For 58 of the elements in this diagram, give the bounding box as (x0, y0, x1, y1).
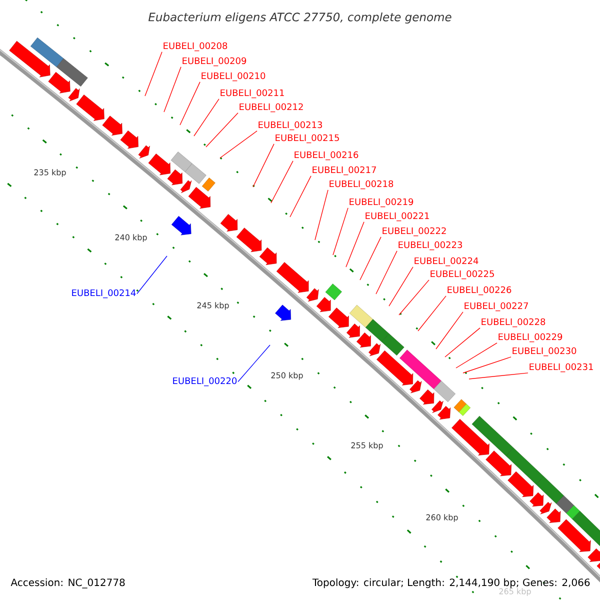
genome-info-text: Topology: circular; Length: 2,144,190 bp; Genes: 2,066 (312, 578, 590, 588)
scale-label: 240 kbp (115, 234, 147, 242)
leader-line (398, 280, 430, 316)
leader-line (206, 112, 238, 148)
gene-label: EUBELI_00212 (240, 103, 303, 112)
leader-line (252, 144, 274, 188)
gene-label: EUBELI_00230 (512, 347, 576, 356)
scale-label: 250 kbp (271, 372, 303, 380)
leader-line (290, 176, 312, 218)
gene-label: EUBELI_00217 (312, 166, 376, 176)
leader-line (376, 250, 398, 294)
scale-label: 260 kbp (426, 514, 458, 522)
gene-label: EUBELI_00213 (258, 121, 322, 130)
leader-line (418, 296, 446, 332)
scale-label: 235 kbp (34, 169, 66, 177)
gene-label: EUBELI_00218 (330, 180, 394, 190)
leader-line (456, 342, 498, 368)
leader-line (270, 160, 294, 204)
gene-label: EUBELI_00229 (498, 333, 562, 342)
gene-label: EUBELI_00226 (448, 286, 512, 296)
gene-label: EUBELI_00227 (464, 302, 528, 312)
leader-line (388, 266, 414, 306)
leader-line (238, 344, 270, 382)
leader-line (468, 372, 528, 380)
gene-label: EUBELI_00221 (366, 212, 429, 222)
gene-label: EUBELI_00214 (72, 289, 136, 298)
leader-line (360, 236, 382, 280)
accession-text: Accession: NC_012778 (10, 578, 125, 588)
leader-line (314, 190, 328, 240)
leader-line (462, 356, 512, 374)
gene-label: EUBELI_00215 (276, 134, 339, 144)
gene-label: EUBELI_00219 (350, 198, 414, 208)
leader-line (180, 82, 200, 126)
gene-label: EUBELI_00211 (220, 89, 284, 98)
title: Eubacterium eligens ATCC 27750, complete genome (148, 12, 452, 24)
leader-line (144, 52, 162, 96)
gene-label: EUBELI_00210 (202, 72, 266, 82)
leader-line (436, 312, 464, 350)
gene-label: EUBELI_00231 (530, 363, 593, 372)
leader-line (136, 256, 168, 294)
gene-label: EUBELI_00223 (398, 241, 462, 250)
leader-line (444, 328, 480, 358)
leader-line (194, 98, 220, 136)
leader-line (332, 208, 348, 256)
gene-label: EUBELI_00225 (430, 270, 494, 280)
gene-label: EUBELI_00209 (182, 57, 246, 66)
leader-line (346, 222, 364, 268)
leader-line (220, 130, 258, 158)
gene-label: EUBELI_00228 (482, 318, 546, 328)
gene-label: EUBELI_00208 (164, 42, 228, 52)
gene-label: EUBELI_00220 (173, 377, 237, 386)
scale-label: 245 kbp (197, 302, 229, 310)
leader-line (164, 66, 182, 112)
gene-label: EUBELI_00216 (294, 151, 358, 160)
gene-label: EUBELI_00222 (382, 227, 446, 236)
gene-label: EUBELI_00224 (414, 257, 478, 266)
scale-label: 265 kbp (499, 588, 531, 596)
scale-label: 255 kbp (351, 442, 383, 450)
